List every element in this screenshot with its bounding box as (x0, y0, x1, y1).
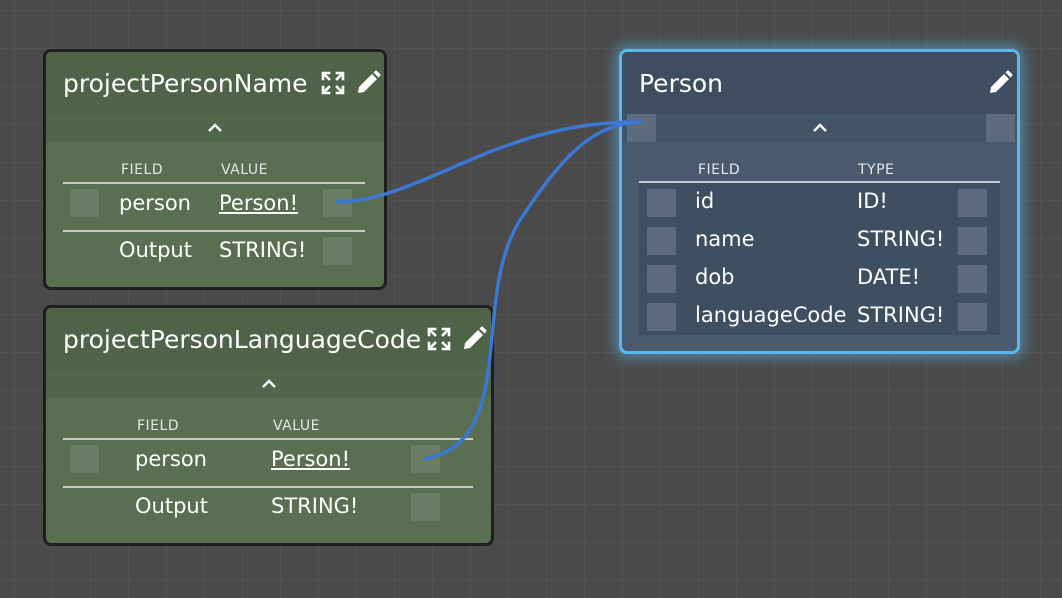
divider (63, 486, 473, 488)
pencil-icon[interactable] (354, 69, 382, 97)
row-type: STRING! (219, 238, 307, 262)
column-header-field: FIELD (137, 418, 180, 434)
node-title: projectPersonName (63, 69, 308, 98)
expand-icon[interactable] (425, 325, 453, 353)
column-header-value: VALUE (273, 418, 320, 434)
row-type: STRING! (857, 303, 945, 327)
row-type: DATE! (857, 265, 921, 289)
row-output-port[interactable] (323, 189, 352, 217)
divider (63, 182, 365, 184)
row-output-port[interactable] (958, 227, 987, 255)
row-field: id (695, 189, 715, 213)
row-input-port[interactable] (70, 445, 99, 473)
node-header[interactable]: Person (622, 52, 1017, 114)
collapse-toggle[interactable] (46, 114, 384, 142)
node-project-person-language-code[interactable]: projectPersonLanguageCode FIELD VALUE (43, 305, 494, 546)
row-input-port[interactable] (70, 189, 99, 217)
row-field: name (695, 227, 755, 251)
node-output-port[interactable] (986, 114, 1015, 142)
row-field: Output (119, 238, 192, 262)
output-port[interactable] (323, 237, 352, 265)
node-header[interactable]: projectPersonLanguageCode (46, 308, 491, 370)
chevron-up-icon (208, 123, 222, 132)
pencil-icon[interactable] (986, 69, 1014, 97)
row-type-link[interactable]: Person! (219, 191, 298, 215)
row-field: person (135, 447, 207, 471)
divider (639, 181, 1000, 183)
collapse-toggle[interactable] (622, 114, 1017, 142)
field-table (639, 183, 1000, 335)
row-type: STRING! (271, 494, 359, 518)
collapse-toggle[interactable] (46, 370, 491, 398)
node-title: Person (639, 69, 724, 98)
column-header-type: TYPE (858, 162, 895, 178)
row-field: Output (135, 494, 208, 518)
chevron-up-icon (812, 123, 827, 132)
row-type: ID! (857, 189, 888, 213)
column-header-field: FIELD (121, 162, 164, 178)
column-header-value: VALUE (221, 162, 268, 178)
row-input-port[interactable] (647, 303, 676, 331)
divider (63, 438, 473, 440)
row-input-port[interactable] (647, 265, 676, 293)
chevron-up-icon (261, 379, 276, 388)
node-project-person-name[interactable]: projectPersonName FIELD VALUE pe (43, 49, 387, 290)
row-field: languageCode (695, 303, 847, 327)
row-field: person (119, 191, 191, 215)
row-field: dob (695, 265, 735, 289)
pencil-icon[interactable] (460, 325, 488, 353)
output-port[interactable] (411, 493, 440, 521)
row-type: STRING! (857, 227, 945, 251)
node-input-port[interactable] (627, 114, 656, 142)
expand-icon[interactable] (319, 69, 347, 97)
row-output-port[interactable] (958, 189, 987, 217)
divider (63, 230, 365, 232)
node-header[interactable]: projectPersonName (46, 52, 384, 114)
node-person[interactable]: Person FIELD TYPE id ID! name STRING! do… (619, 49, 1020, 354)
row-input-port[interactable] (647, 189, 676, 217)
row-type-link[interactable]: Person! (271, 447, 350, 471)
node-title: projectPersonLanguageCode (63, 325, 422, 354)
row-output-port[interactable] (411, 445, 440, 473)
row-output-port[interactable] (958, 303, 987, 331)
row-input-port[interactable] (647, 227, 676, 255)
column-header-field: FIELD (698, 162, 741, 178)
row-output-port[interactable] (958, 265, 987, 293)
